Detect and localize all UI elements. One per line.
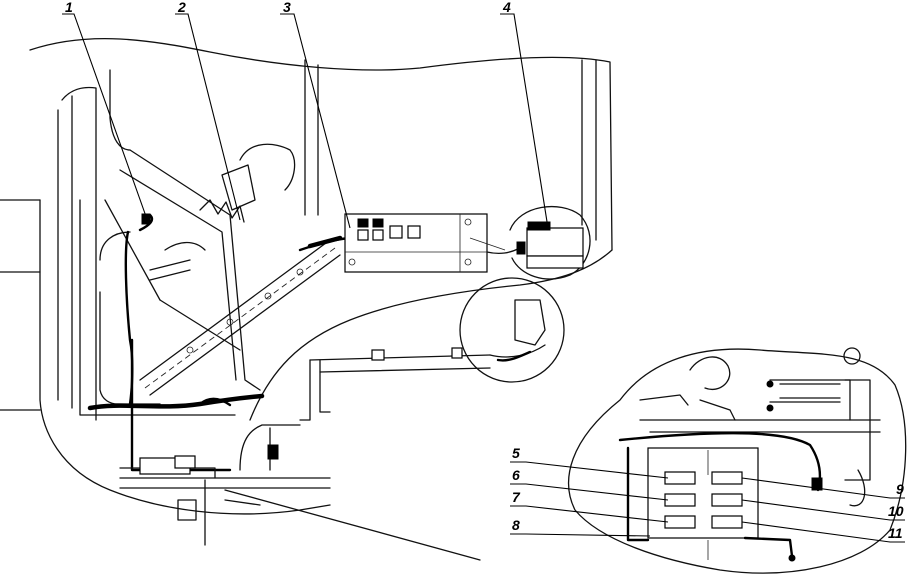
callout-10: 10 bbox=[888, 503, 904, 519]
callout-2: 2 bbox=[177, 0, 186, 15]
relay-panel bbox=[344, 213, 521, 273]
callout-4: 4 bbox=[502, 0, 511, 15]
cable-conduit bbox=[139, 239, 341, 396]
callout-11: 11 bbox=[888, 525, 903, 541]
cab-outline bbox=[0, 37, 613, 515]
leader-lines bbox=[62, 13, 905, 543]
callout-6: 6 bbox=[512, 467, 520, 483]
callout-8: 8 bbox=[512, 517, 520, 533]
callout-labels: 1 2 3 4 5 6 7 8 9 10 11 bbox=[65, 0, 904, 541]
mount-detail bbox=[299, 277, 565, 421]
inset-detail bbox=[568, 347, 907, 574]
callout-9: 9 bbox=[896, 481, 904, 497]
callout-1: 1 bbox=[65, 0, 73, 15]
callout-3: 3 bbox=[283, 0, 291, 15]
steering-column bbox=[104, 143, 296, 391]
callout-5: 5 bbox=[512, 445, 520, 461]
main-harness bbox=[87, 213, 352, 472]
battery-detail bbox=[509, 205, 591, 280]
callout-7: 7 bbox=[512, 489, 521, 505]
lower-frame bbox=[119, 455, 481, 561]
